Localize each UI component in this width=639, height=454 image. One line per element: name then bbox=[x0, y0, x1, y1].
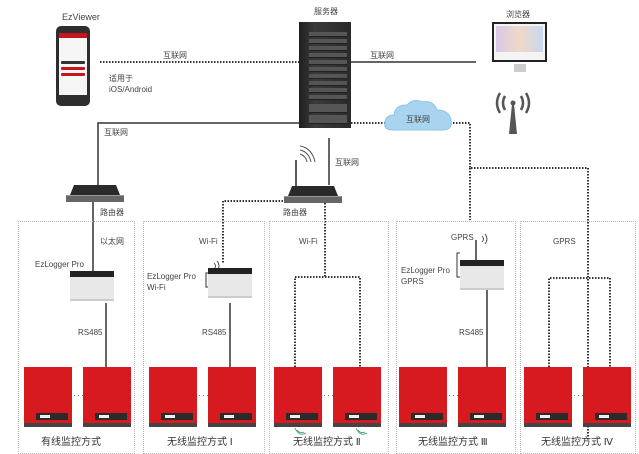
browser-label: 浏览器 bbox=[506, 10, 530, 19]
ellipsis: ··· bbox=[573, 390, 585, 400]
label-rs485-2: RS485 bbox=[202, 328, 227, 337]
logger-wifi-name: EzLogger Pro bbox=[147, 272, 196, 281]
logger-gprs-icon bbox=[460, 260, 504, 290]
router-mid-icon bbox=[284, 186, 342, 204]
link-wifi-1 bbox=[222, 200, 283, 263]
ellipsis: ··· bbox=[73, 390, 85, 400]
app-note-line1: 适用于 bbox=[109, 74, 133, 83]
router-mid-label: 路由器 bbox=[283, 208, 307, 217]
group-caption-wireless-3: 无线监控方式 Ⅲ bbox=[418, 437, 488, 448]
router-left-icon bbox=[66, 185, 124, 203]
label-wifi-1: Wi-Fi bbox=[199, 237, 218, 246]
app-name: EzViewer bbox=[62, 12, 100, 22]
cloud-label: 互联网 bbox=[406, 115, 430, 124]
inverter-icon bbox=[583, 367, 631, 427]
ellipsis: ··· bbox=[323, 390, 335, 400]
logger-wired-name: EzLogger Pro bbox=[35, 260, 84, 269]
inverter-icon bbox=[274, 367, 322, 427]
router-left-label: 路由器 bbox=[100, 208, 124, 217]
inverter-icon bbox=[524, 367, 572, 427]
inverter-icon bbox=[333, 367, 381, 427]
logger-gprs-name: EzLogger Pro bbox=[401, 266, 450, 275]
group-caption-wireless-4: 无线监控方式 Ⅳ bbox=[541, 437, 614, 448]
browser-monitor-icon bbox=[492, 22, 547, 72]
server-label: 服务器 bbox=[314, 7, 338, 16]
group-caption-wired: 有线监控方式 bbox=[41, 437, 101, 448]
link-server-router-left bbox=[97, 122, 299, 185]
inverter-icon bbox=[208, 367, 256, 427]
logger-wifi-type: Wi-Fi bbox=[147, 283, 166, 292]
server-rack-icon bbox=[299, 22, 351, 128]
inverter-icon bbox=[399, 367, 447, 427]
ellipsis: ··· bbox=[198, 390, 210, 400]
label-wifi-2: Wi-Fi bbox=[299, 237, 318, 246]
app-note-line2: iOS/Android bbox=[109, 85, 153, 94]
link-cloud-gprs bbox=[453, 122, 589, 440]
inverter-icon bbox=[458, 367, 506, 427]
phone-icon bbox=[56, 26, 90, 106]
label-server-router-left: 互联网 bbox=[104, 128, 128, 137]
logger-wifi-icon bbox=[208, 268, 252, 298]
link-wifi-2-branch bbox=[294, 276, 361, 367]
logger-gprs-type: GPRS bbox=[401, 277, 424, 286]
label-rs485-1: RS485 bbox=[78, 328, 103, 337]
label-gprs-2: GPRS bbox=[553, 237, 576, 246]
label-server-browser: 互联网 bbox=[370, 51, 394, 60]
label-rs485-3: RS485 bbox=[459, 328, 484, 337]
label-ethernet: 以太网 bbox=[100, 237, 124, 246]
label-server-router-mid: 互联网 bbox=[335, 158, 359, 167]
label-app-server: 互联网 bbox=[163, 51, 187, 60]
group-caption-wireless-2: 无线监控方式 Ⅱ bbox=[293, 437, 361, 448]
label-gprs-1: GPRS bbox=[451, 233, 474, 242]
cell-tower-icon bbox=[495, 92, 531, 134]
group-caption-wireless-1: 无线监控方式 Ⅰ bbox=[167, 437, 233, 448]
wifi-waves-icon bbox=[299, 145, 316, 163]
inverter-icon bbox=[24, 367, 72, 427]
logger-wired-icon bbox=[70, 271, 114, 301]
cloud-icon bbox=[384, 100, 452, 131]
ellipsis: ··· bbox=[448, 390, 460, 400]
inverter-icon bbox=[149, 367, 197, 427]
inverter-icon bbox=[83, 367, 131, 427]
